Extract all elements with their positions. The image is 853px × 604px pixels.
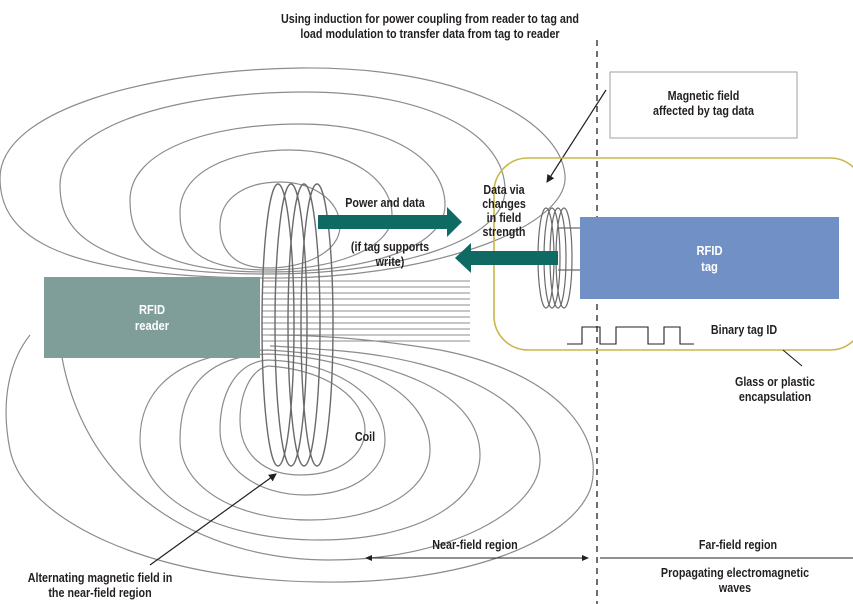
encapsulation-label-1: Glass or plastic bbox=[734, 375, 816, 389]
propagating-label-2: waves bbox=[718, 581, 752, 595]
data-via-label-1: Data via bbox=[483, 183, 525, 197]
encapsulation-leader bbox=[782, 349, 803, 367]
alternating-field-label-1: Alternating magnetic field in bbox=[27, 571, 173, 585]
power-data-arrow bbox=[318, 207, 462, 237]
binary-waveform bbox=[567, 326, 694, 345]
alternating-field-label-2: the near-field region bbox=[48, 586, 152, 600]
rfid-tag-box bbox=[580, 217, 839, 299]
rfid-reader-box bbox=[44, 277, 260, 358]
tag-supports-label-1: (if tag supports bbox=[350, 240, 430, 254]
data-via-label-3: in field bbox=[486, 211, 522, 225]
tag-supports-label-2: write) bbox=[375, 255, 405, 269]
magnetic-field-label-1: Magnetic field bbox=[667, 89, 740, 103]
diagram-title-line-2: load modulation to transfer data from ta… bbox=[300, 27, 560, 41]
power-and-data-label: Power and data bbox=[345, 196, 425, 210]
axial-field-lines bbox=[262, 280, 470, 342]
rfid-tag-label-2: tag bbox=[701, 259, 718, 274]
upper-field-lines bbox=[0, 67, 566, 279]
alternating-field-leader bbox=[149, 473, 277, 566]
magnetic-field-callout-box bbox=[609, 71, 798, 139]
reader-coil bbox=[261, 183, 334, 467]
data-via-label-4: strength bbox=[482, 225, 526, 239]
tag-data-arrow bbox=[455, 243, 558, 273]
rfid-tag-label-1: RFID bbox=[696, 243, 723, 258]
magnetic-field-callout-leader bbox=[546, 89, 607, 183]
rfid-reader-label-2: reader bbox=[134, 318, 170, 333]
far-field-label: Far-field region bbox=[698, 538, 778, 552]
magnetic-field-label-2: affected by tag data bbox=[653, 104, 754, 118]
diagram-title-line-1: Using induction for power coupling from … bbox=[280, 12, 580, 26]
propagating-label-1: Propagating electromagnetic bbox=[660, 566, 810, 580]
near-field-label: Near-field region bbox=[432, 538, 518, 552]
data-via-label-2: changes bbox=[482, 197, 526, 211]
rfid-reader-label-1: RFID bbox=[138, 302, 166, 317]
encapsulation-label-2: encapsulation bbox=[738, 390, 812, 404]
coil-label: Coil bbox=[354, 430, 376, 444]
binary-tag-id-label: Binary tag ID bbox=[710, 323, 778, 337]
